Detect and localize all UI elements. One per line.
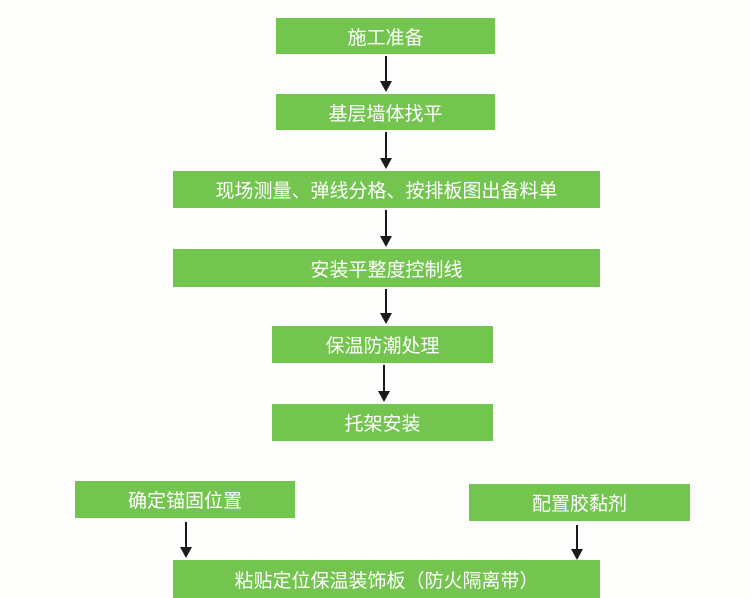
arrow-4: [385, 289, 387, 322]
arrow-5: [383, 365, 385, 400]
arrow-2: [385, 132, 387, 167]
step-base-wall-leveling: 基层墙体找平: [276, 94, 495, 130]
step-prepare-adhesive: 配置胶黏剂: [469, 484, 690, 521]
arrow-3: [385, 210, 387, 245]
step-bracket-install: 托架安装: [272, 404, 493, 441]
step-moisture-insulation: 保温防潮处理: [272, 326, 493, 363]
step-construction-prep: 施工准备: [276, 18, 495, 54]
step-paste-decorative-board: 粘贴定位保温装饰板（防火隔离带）: [173, 560, 600, 598]
arrow-7: [576, 525, 578, 558]
step-anchor-position: 确定锚固位置: [75, 481, 295, 518]
arrow-1: [385, 56, 387, 90]
step-site-measurement: 现场测量、弹线分格、按排板图出备料单: [173, 171, 600, 208]
arrow-6: [185, 522, 187, 556]
step-install-flatness-line: 安装平整度控制线: [173, 249, 600, 287]
